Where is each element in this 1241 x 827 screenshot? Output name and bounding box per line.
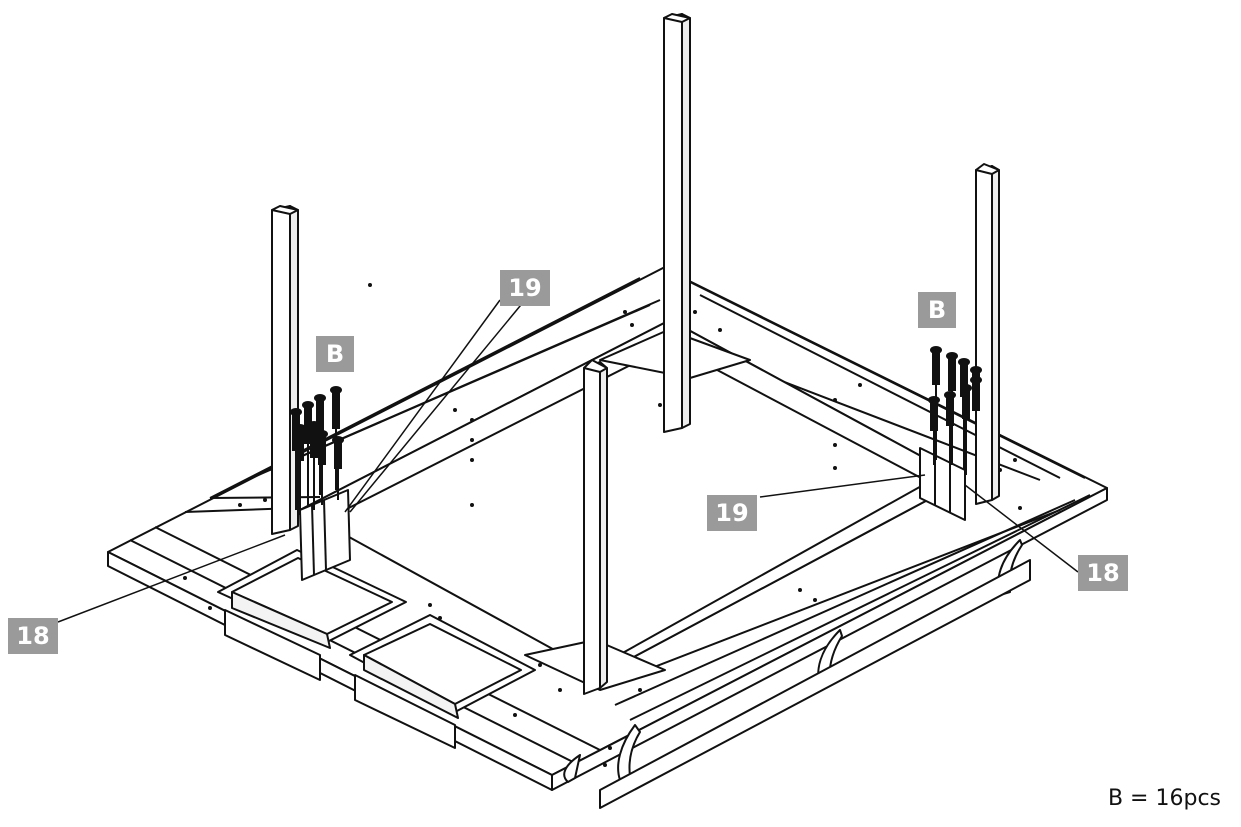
post-back	[663, 13, 691, 433]
part-label-b-left: B	[316, 336, 354, 372]
part-label-18-right: 18	[1078, 555, 1128, 591]
part-label-18-left: 18	[8, 618, 58, 654]
post-right	[975, 163, 1000, 505]
part-label-b-right: B	[918, 292, 956, 328]
bin-left	[217, 549, 407, 681]
part-label-19-top: 19	[500, 270, 550, 306]
post-front	[583, 359, 608, 695]
post-left	[271, 205, 299, 535]
screws-b-left	[290, 386, 344, 515]
quantity-note: B = 16pcs	[1107, 786, 1221, 811]
leader-lines	[57, 299, 1079, 623]
screws-b-right	[928, 346, 982, 480]
bin-right	[349, 614, 536, 749]
screw-holes	[183, 283, 1022, 767]
part-label-19-right: 19	[707, 495, 757, 531]
